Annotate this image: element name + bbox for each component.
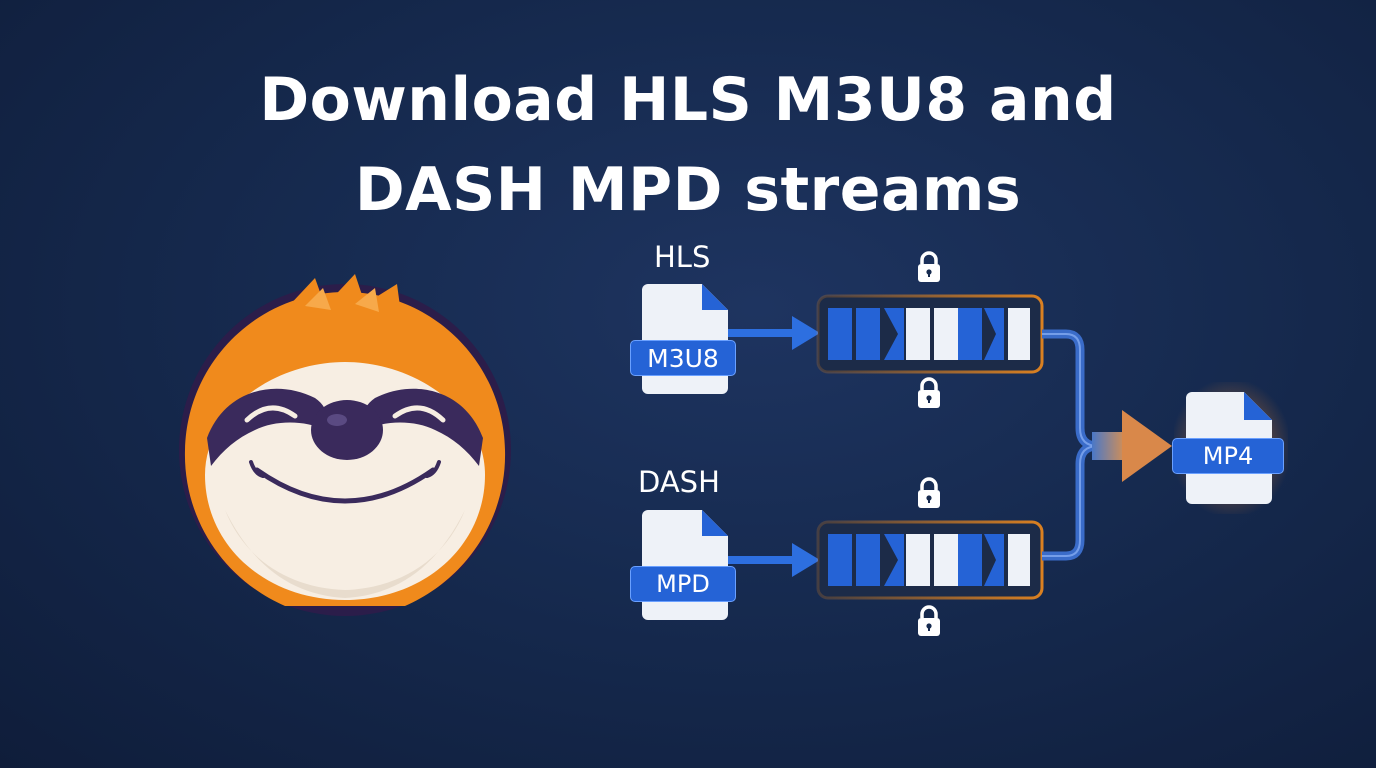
m3u8-file-icon: M3U8 bbox=[630, 284, 736, 394]
mpd-file-icon: MPD bbox=[630, 510, 736, 620]
hls-segment-bar bbox=[816, 294, 1044, 374]
lock-icon bbox=[918, 251, 940, 282]
lock-icon bbox=[918, 377, 940, 408]
dash-label: DASH bbox=[638, 465, 720, 499]
title-line-2: DASH MPD streams bbox=[354, 155, 1022, 225]
page-title: Download HLS M3U8 and DASH MPD streams bbox=[0, 55, 1376, 235]
sloth-logo-icon bbox=[179, 274, 511, 616]
lock-icon bbox=[918, 605, 940, 636]
dash-input-arrow bbox=[728, 543, 820, 577]
dash-segment-bar bbox=[816, 520, 1044, 600]
title-line-1: Download HLS M3U8 and bbox=[259, 65, 1117, 135]
mp4-file-icon: MP4 bbox=[1172, 382, 1288, 514]
merge-connector bbox=[1042, 329, 1172, 561]
hls-label: HLS bbox=[654, 240, 711, 274]
mpd-badge: MPD bbox=[630, 566, 736, 602]
hls-input-arrow bbox=[728, 316, 820, 350]
lock-icon bbox=[918, 477, 940, 508]
mp4-badge: MP4 bbox=[1172, 438, 1284, 474]
m3u8-badge: M3U8 bbox=[630, 340, 736, 376]
